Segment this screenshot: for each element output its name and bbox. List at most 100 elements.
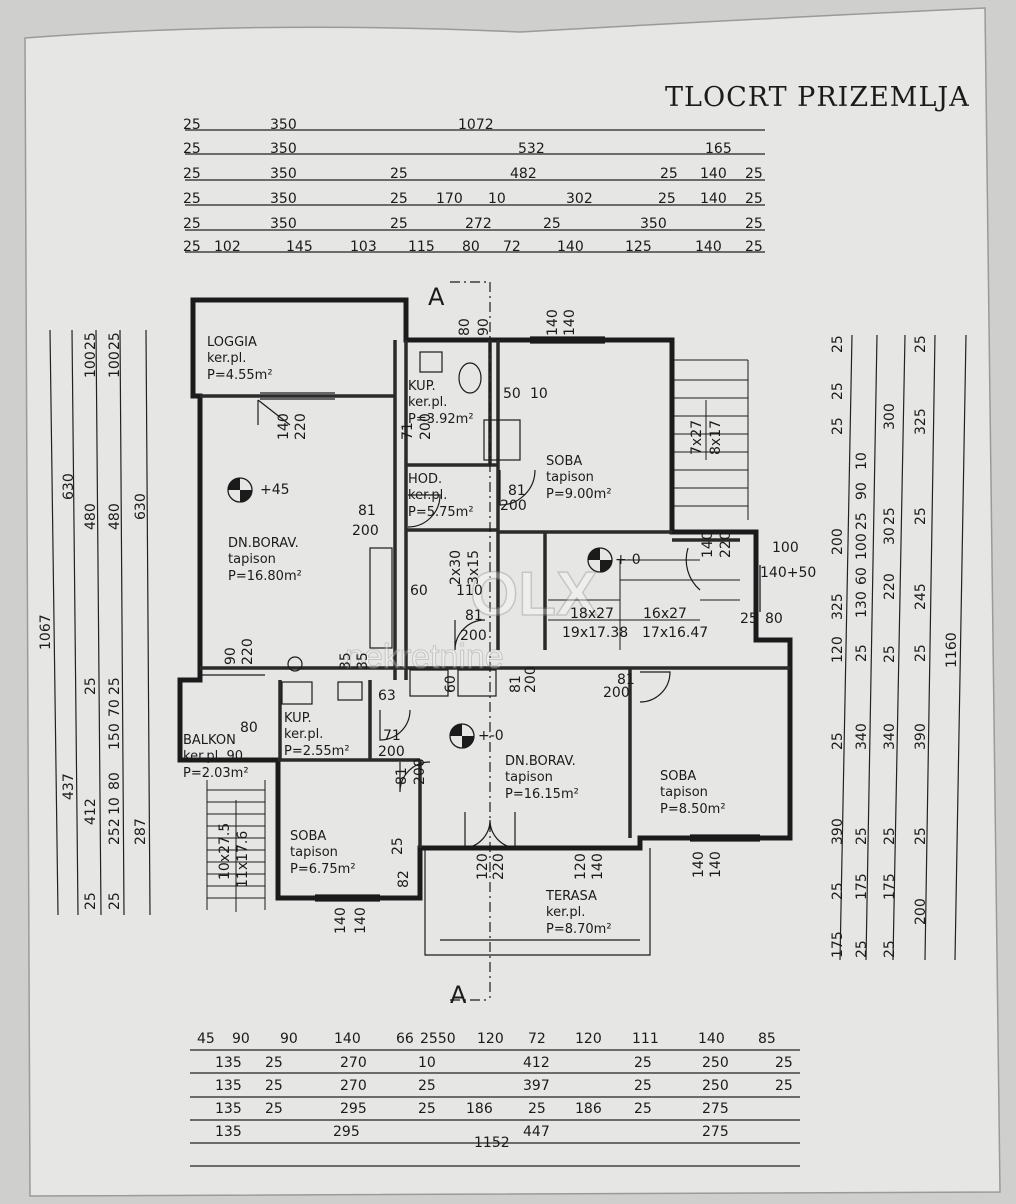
opening-dim-label: 200 — [500, 498, 527, 514]
opening-dim-label: 140 — [562, 309, 578, 336]
opening-dim-label: 140 — [276, 413, 292, 440]
dim-left-label: 10 — [107, 797, 123, 815]
dim-right-label: 25 — [882, 645, 898, 663]
opening-dim-label: 8x17 — [708, 420, 724, 455]
dim-top-label: 140 — [700, 191, 727, 207]
dim-bottom-label: 295 — [333, 1124, 360, 1140]
dim-top-label: 25 — [183, 166, 201, 182]
dim-top-label: 302 — [566, 191, 593, 207]
opening-dim-label: 200 — [603, 685, 630, 701]
dim-bottom-label: 25 — [775, 1055, 793, 1071]
opening-dim-label: 25 — [740, 611, 758, 627]
room-area: P=5.75m² — [408, 505, 474, 520]
dim-right-label: 25 — [882, 827, 898, 845]
dim-top-label: 140 — [700, 166, 727, 182]
dim-right-label: 120 — [830, 636, 846, 663]
opening-dim-label: 81 — [508, 675, 524, 693]
dim-top-label: 350 — [270, 166, 297, 182]
dim-top-label: 25 — [660, 166, 678, 182]
opening-dim-label: 25 — [390, 837, 406, 855]
dim-top-label: 25 — [745, 166, 763, 182]
dim-right-label: 90 — [854, 482, 870, 500]
dim-left-label: 630 — [133, 493, 149, 520]
terrace-outline — [424, 848, 651, 956]
opening-dim-label: 200 — [418, 413, 434, 440]
opening-dim-label: 140 — [708, 851, 724, 878]
opening-dim-label: 220 — [293, 413, 309, 440]
staircase-balcony — [206, 780, 266, 912]
dimension-lines-right — [839, 334, 967, 961]
dim-top-label: 25 — [183, 216, 201, 232]
dim-right-label: 25 — [854, 512, 870, 530]
dim-left-label: 480 — [107, 503, 123, 530]
section-line-a — [450, 281, 491, 1001]
dim-left-label: 252 — [107, 818, 123, 845]
dim-left-label: 100 — [107, 351, 123, 378]
dim-top-label: 350 — [270, 117, 297, 133]
window-marks — [200, 336, 761, 902]
dim-top-label: 25 — [183, 239, 201, 255]
dim-bottom-label: 140 — [334, 1031, 361, 1047]
dim-top-label: 25 — [390, 216, 408, 232]
opening-dim-label: 71 — [400, 422, 416, 440]
dimension-labels-left: 1067630437251004802541225251004802570150… — [38, 332, 149, 910]
opening-dim-label: 220 — [240, 638, 256, 665]
dim-bottom-label: 295 — [340, 1101, 367, 1117]
dim-bottom-label: 10 — [418, 1055, 436, 1071]
dim-right-label: 390 — [913, 723, 929, 750]
dim-bottom-label: 66 — [396, 1031, 414, 1047]
dim-bottom-label: 186 — [575, 1101, 602, 1117]
dim-left-label: 480 — [83, 503, 99, 530]
opening-dim-label: 82 — [396, 870, 412, 888]
opening-dim-label: 2x30 — [448, 550, 464, 585]
elevation-label-3: +-0 — [478, 728, 504, 744]
dim-right-label: 200 — [830, 528, 846, 555]
room-finish: tapison — [660, 785, 708, 800]
paper-sheet — [24, 7, 1001, 1197]
dim-bottom-label: 25 — [265, 1078, 283, 1094]
dim-bottom-label: 25 — [418, 1078, 436, 1094]
dim-left-label: 25 — [83, 892, 99, 910]
dimension-lines-bottom — [190, 1049, 800, 1167]
dim-bottom-label: 270 — [340, 1055, 367, 1071]
dim-bottom-label: 25 — [528, 1101, 546, 1117]
dim-top-label: 25 — [543, 216, 561, 232]
dim-top-label: 72 — [503, 239, 521, 255]
room-finish: ker.pl. 90 — [183, 749, 243, 764]
opening-dim-label: 81 — [508, 483, 526, 499]
opening-dim-label: 140 — [545, 309, 561, 336]
opening-dim-label: 3x15 — [466, 550, 482, 585]
dim-bottom-label: 135 — [215, 1078, 242, 1094]
opening-dim-label: 200 — [523, 666, 539, 693]
dim-left-label: 437 — [61, 773, 77, 800]
dim-right-label: 25 — [913, 644, 929, 662]
dim-left-label: 25 — [83, 332, 99, 350]
dim-left-label: 25 — [107, 677, 123, 695]
dim-left-label: 25 — [83, 677, 99, 695]
room-name: LOGGIA — [207, 335, 257, 350]
dim-top-label: 10 — [488, 191, 506, 207]
dim-right-label: 390 — [830, 818, 846, 845]
room-name: SOBA — [546, 454, 582, 469]
opening-dim-label: 140+50 — [760, 565, 816, 581]
room-finish: tapison — [290, 845, 338, 860]
interior-walls — [200, 340, 790, 848]
dim-right-label: 25 — [913, 507, 929, 525]
opening-dim-label: 100 — [772, 540, 799, 556]
room-area: P=9.00m² — [546, 487, 612, 502]
opening-dim-label: 19x17.38 — [562, 625, 628, 641]
room-name: SOBA — [290, 829, 326, 844]
dim-right-label: 175 — [830, 931, 846, 958]
dim-top-label: 272 — [465, 216, 492, 232]
dim-top-label: 25 — [183, 141, 201, 157]
opening-dim-label: 140 — [353, 907, 369, 934]
room-area: P=16.15m² — [505, 787, 579, 802]
dim-bottom-label: 397 — [523, 1078, 550, 1094]
dim-right-label: 25 — [913, 335, 929, 353]
opening-dim-label: 10 — [530, 386, 548, 402]
room-finish: tapison — [505, 770, 553, 785]
